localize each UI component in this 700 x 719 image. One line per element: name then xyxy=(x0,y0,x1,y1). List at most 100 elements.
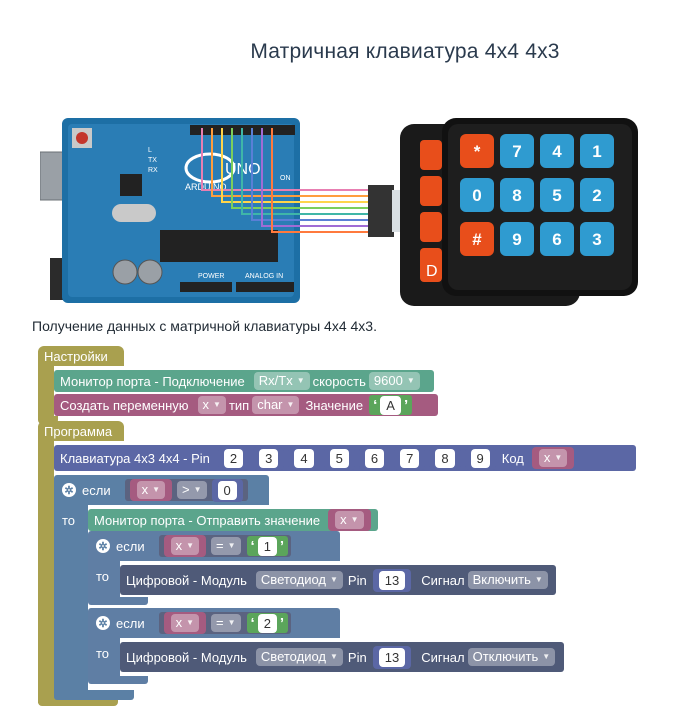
gear-icon[interactable]: ✲ xyxy=(62,483,76,497)
operator-value: > xyxy=(182,482,190,497)
pin-value[interactable]: 3 xyxy=(259,448,279,468)
pin-input-7[interactable]: 8 xyxy=(429,446,461,470)
pin-number-block[interactable]: 13 xyxy=(372,645,412,669)
pin-value[interactable]: 5 xyxy=(329,448,349,468)
program-block-foot xyxy=(38,696,118,706)
chevron-down-icon: ▼ xyxy=(330,575,338,584)
operator-dropdown[interactable]: >▼ xyxy=(177,481,207,499)
compare-block-3[interactable]: x▼ =▼ ‘ 2 ’ xyxy=(158,612,292,634)
send-var-dropdown[interactable]: x▼ xyxy=(335,511,364,529)
signal-label: Сигнал xyxy=(421,649,465,665)
serial-send-label: Монитор порта - Отправить значение xyxy=(94,512,321,528)
pin-input-6[interactable]: 7 xyxy=(394,446,426,470)
create-variable-label: Создать переменную xyxy=(60,397,189,413)
pin-number-value[interactable]: 13 xyxy=(378,647,406,667)
compare-var-name: x xyxy=(175,538,183,553)
if-block-3[interactable]: ✲ если x▼ =▼ ‘ 2 ’ xyxy=(88,608,340,638)
pin-input-1[interactable]: 2 xyxy=(217,446,250,470)
compare-number-block[interactable]: 0 xyxy=(211,478,243,502)
operator-value: = xyxy=(216,615,224,630)
serial-connect-block[interactable]: Монитор порта - Подключение Rx/Tx▼ скоро… xyxy=(54,370,434,392)
if-block-1[interactable]: ✲ если x▼ >▼ 0 xyxy=(54,475,269,505)
pin-number-block[interactable]: 13 xyxy=(372,568,412,592)
pin-value[interactable]: 4 xyxy=(294,448,314,468)
code-variable-block[interactable]: x▼ xyxy=(531,447,575,469)
send-var-name: x xyxy=(340,512,347,527)
analog-header xyxy=(236,282,294,292)
pin-value[interactable]: 8 xyxy=(435,448,455,468)
send-var-block[interactable]: x▼ xyxy=(328,509,371,531)
compare-var-dropdown[interactable]: x▼ xyxy=(170,614,199,632)
operator-dropdown[interactable]: =▼ xyxy=(211,537,241,555)
pin-number-value[interactable]: 13 xyxy=(378,570,406,590)
code-variable-dropdown[interactable]: x▼ xyxy=(538,449,568,467)
if-block-3-body: то xyxy=(88,638,120,678)
key-label: 1 xyxy=(592,142,601,161)
microcontroller-chip xyxy=(160,230,278,262)
serial-send-block[interactable]: Монитор порта - Отправить значение x▼ xyxy=(88,509,378,531)
char-literal-block[interactable]: ‘ 1 ’ xyxy=(246,536,289,556)
if-block-2[interactable]: ✲ если x▼ =▼ ‘ 1 ’ xyxy=(88,531,340,561)
compare-var-dropdown[interactable]: x▼ xyxy=(136,481,165,499)
quote-close: ’ xyxy=(403,396,409,414)
char-value-field[interactable]: 2 xyxy=(257,613,277,633)
on-label: ON xyxy=(280,175,291,182)
pin-input-4[interactable]: 5 xyxy=(323,446,355,470)
char-literal-block[interactable]: ‘ A ’ xyxy=(369,395,413,415)
compare-var-block[interactable]: x▼ xyxy=(129,479,172,501)
port-dropdown[interactable]: Rx/Tx▼ xyxy=(253,372,310,390)
type-label: тип xyxy=(228,397,250,413)
chevron-down-icon: ▼ xyxy=(406,376,415,385)
if-label-3: если xyxy=(116,615,145,631)
compare-var-block[interactable]: x▼ xyxy=(163,612,206,634)
key-label: 9 xyxy=(512,230,521,249)
pin-input-2[interactable]: 3 xyxy=(253,446,285,470)
code-variable-name: x xyxy=(543,450,551,465)
variable-name: x xyxy=(202,397,210,412)
quote-close: ’ xyxy=(279,614,285,632)
key-5 xyxy=(540,178,574,212)
key-label: * xyxy=(474,142,481,161)
signal-dropdown[interactable]: Отключить▼ xyxy=(467,648,556,666)
pin-value[interactable]: 2 xyxy=(223,448,244,468)
pin-value[interactable]: 6 xyxy=(364,448,385,468)
key-6 xyxy=(540,222,574,256)
signal-dropdown[interactable]: Включить▼ xyxy=(467,571,548,589)
gear-icon[interactable]: ✲ xyxy=(96,616,110,630)
if-label-2: если xyxy=(116,538,145,554)
compare-var-dropdown[interactable]: x▼ xyxy=(170,537,199,555)
variable-dropdown[interactable]: x▼ xyxy=(197,396,226,414)
chevron-down-icon: ▼ xyxy=(286,400,295,409)
char-value-field[interactable]: A xyxy=(380,395,401,415)
pin-value[interactable]: 7 xyxy=(400,448,420,468)
serial-connect-label: Монитор порта - Подключение xyxy=(60,373,245,389)
module-dropdown[interactable]: Светодиод▼ xyxy=(255,571,343,589)
speed-value: 9600 xyxy=(373,373,403,388)
chevron-down-icon: ▼ xyxy=(554,453,563,462)
pin-input-8[interactable]: 9 xyxy=(464,446,496,470)
pin-input-5[interactable]: 6 xyxy=(358,446,391,470)
type-dropdown[interactable]: char▼ xyxy=(252,396,300,414)
char-value-field[interactable]: 1 xyxy=(257,536,277,556)
operator-dropdown[interactable]: =▼ xyxy=(211,614,241,632)
compare-block-1[interactable]: x▼ >▼ 0 xyxy=(124,478,248,502)
pin-value[interactable]: 9 xyxy=(470,448,490,468)
module-dropdown[interactable]: Светодиод▼ xyxy=(255,648,343,666)
gear-icon[interactable]: ✲ xyxy=(96,539,110,553)
create-variable-block[interactable]: Создать переменную x▼ тип char▼ Значение… xyxy=(54,394,438,416)
speed-dropdown[interactable]: 9600▼ xyxy=(368,372,420,390)
compare-block-2[interactable]: x▼ =▼ ‘ 1 ’ xyxy=(158,535,292,557)
program-block-body xyxy=(38,441,54,703)
pin-input-3[interactable]: 4 xyxy=(288,446,320,470)
compare-var-block[interactable]: x▼ xyxy=(163,535,206,557)
compare-number-value[interactable]: 0 xyxy=(217,480,237,500)
digital-module-block-1[interactable]: Цифровой - Модуль Светодиод▼ Pin 13 Сигн… xyxy=(120,565,556,595)
chevron-down-icon: ▼ xyxy=(542,652,551,661)
keypad-connector xyxy=(368,185,394,237)
keypad-block[interactable]: Клавиатура 4x3 4x4 - Pin 2 3 4 5 6 7 8 9… xyxy=(54,445,636,471)
module-value: Светодиод xyxy=(260,649,326,664)
program-block[interactable]: Программа xyxy=(38,421,124,441)
digital-module-block-2[interactable]: Цифровой - Модуль Светодиод▼ Pin 13 Сигн… xyxy=(120,642,564,672)
char-literal-block[interactable]: ‘ 2 ’ xyxy=(246,613,289,633)
settings-block[interactable]: Настройки xyxy=(38,346,124,366)
